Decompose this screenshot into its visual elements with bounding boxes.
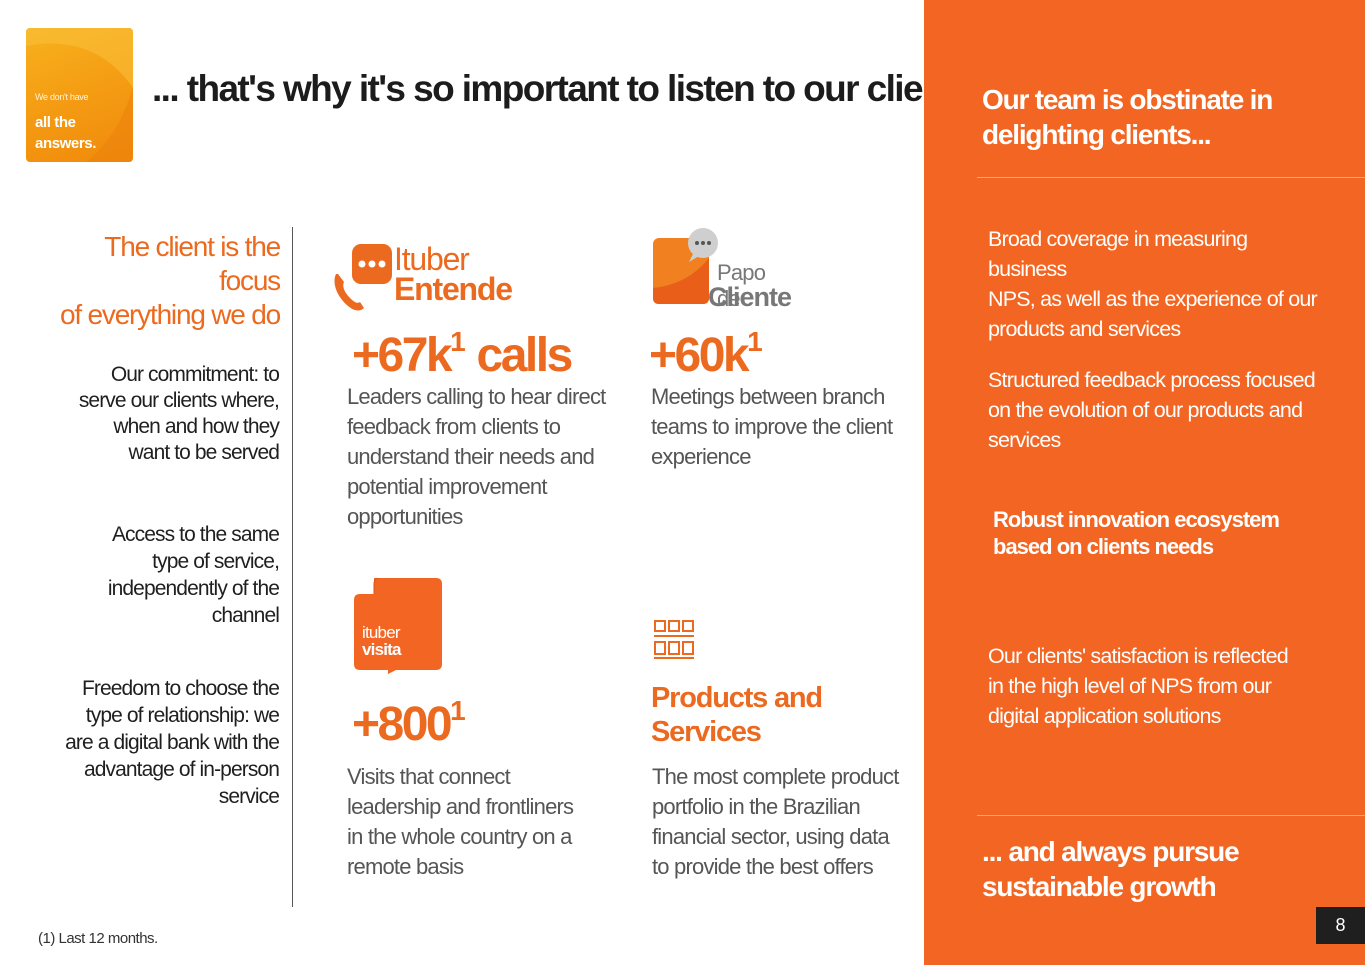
panel-heading-top: Our team is obstinate in delighting clie…	[982, 82, 1273, 152]
meetings-description: Meetings between branch teams to improve…	[651, 382, 893, 472]
phone-chat-icon	[334, 244, 392, 311]
text-line: Meetings between branch	[651, 384, 885, 409]
brand-logo: We don't have all the answers.	[26, 28, 133, 162]
text-line: want to be served	[128, 441, 280, 464]
text-line: are a digital bank with the	[65, 731, 280, 754]
visita-line1: ituber	[362, 623, 401, 642]
text-line: Our commitment: to	[110, 363, 280, 386]
text-line: Access to the same	[111, 523, 280, 546]
text-line: leadership and frontliners	[347, 794, 574, 819]
ituber-visita-logo: ituber visita	[354, 578, 444, 674]
footnote: (1) Last 12 months.	[38, 930, 158, 947]
metric-unit: calls	[465, 329, 574, 382]
speech-bubble-icon	[653, 228, 718, 304]
panel-item-nps-coverage: Broad coverage in measuring business NPS…	[988, 224, 1328, 344]
logo-big-line: all the	[35, 114, 76, 131]
text-line: to provide the best offers	[652, 854, 874, 879]
text-line: Structured feedback process focused	[988, 368, 1316, 392]
text-line: Leaders calling to hear direct	[347, 384, 606, 409]
right-panel	[924, 0, 1365, 965]
focus-line: The client is the focus	[104, 231, 281, 296]
heading-line: sustainable growth	[982, 871, 1217, 902]
heading-line: delighting clients...	[982, 119, 1212, 150]
papo-cliente-line1: Papo de	[717, 260, 766, 311]
commitment-text: Our commitment: to serve our clients whe…	[39, 362, 280, 466]
panel-item-innovation: Robust innovation ecosystem based on cli…	[993, 506, 1280, 560]
text-line: independently of the	[107, 577, 280, 600]
text-line: experience	[651, 444, 751, 469]
text-line: opportunities	[347, 504, 463, 529]
products-description: The most complete product portfolio in t…	[652, 762, 899, 882]
text-line: when and how they	[113, 415, 280, 438]
papo-cliente-logo: Papo de Cliente	[653, 228, 793, 323]
logo-big-line: answers.	[35, 135, 97, 152]
panel-item-feedback-process: Structured feedback process focused on t…	[988, 365, 1328, 455]
text-line: based on clients needs	[993, 534, 1214, 559]
text-line: channel	[211, 604, 280, 627]
products-grid-icon	[654, 620, 694, 659]
metric-value: +60k	[649, 329, 750, 382]
footnote-marker: 1	[747, 326, 763, 357]
text-line: serve our clients where,	[78, 389, 280, 412]
ituber-entende-logo: Ituber Entende	[330, 240, 530, 315]
calls-description: Leaders calling to hear direct feedback …	[347, 382, 606, 532]
metric-value: +800	[352, 698, 453, 751]
access-text: Access to the same type of service, inde…	[39, 521, 280, 629]
products-title: Products and Services	[651, 681, 823, 749]
panel-heading-bottom: ... and always pursue sustainable growth	[982, 834, 1240, 904]
text-line: in the whole country on a	[347, 824, 572, 849]
freedom-text: Freedom to choose the type of relationsh…	[39, 675, 280, 810]
text-line: Broad coverage in measuring business	[988, 227, 1248, 281]
focus-line: of everything we do	[59, 299, 281, 330]
text-line: NPS, as well as the experience of our	[988, 287, 1318, 311]
text-line: understand their needs and	[347, 444, 595, 469]
ituber-entende-line1: Ituber	[394, 241, 470, 277]
heading-line: ... and always pursue	[982, 836, 1240, 867]
panel-item-satisfaction: Our clients' satisfaction is reflected i…	[988, 641, 1328, 731]
text-line: type of relationship: we	[85, 704, 280, 727]
visita-line2: visita	[362, 640, 401, 659]
text-line: remote basis	[347, 854, 464, 879]
heading-line: Our team is obstinate in	[982, 84, 1273, 115]
panel-divider	[977, 815, 1365, 816]
title-line: Products and	[651, 682, 823, 714]
visits-description: Visits that connect leadership and front…	[347, 762, 574, 882]
visits-metric: +8001	[352, 695, 466, 752]
text-line: portfolio in the Brazilian	[652, 794, 861, 819]
page-title: ... that's why it's so important to list…	[152, 68, 974, 109]
text-line: The most complete product	[652, 764, 899, 789]
footnote-marker: 1	[450, 326, 466, 357]
logo-small-text: We don't have	[35, 92, 89, 102]
panel-divider	[977, 177, 1365, 178]
text-line: Visits that connect	[347, 764, 511, 789]
visita-bubble-icon	[354, 578, 442, 674]
ituber-entende-line2: Entende	[394, 271, 513, 307]
text-line: potential improvement	[347, 474, 547, 499]
text-line: advantage of in-person	[83, 758, 280, 781]
text-line: Our clients' satisfaction is reflected	[988, 644, 1289, 668]
logo-big-text: all the answers.	[35, 112, 96, 154]
title-line: Services	[651, 716, 762, 748]
text-line: Freedom to choose the	[81, 677, 280, 700]
focus-statement: The client is the focus of everything we…	[40, 230, 281, 332]
text-line: digital application solutions	[988, 704, 1221, 728]
text-line: teams to improve the client	[651, 414, 893, 439]
calls-metric: +67k1 calls	[352, 326, 574, 383]
text-line: feedback from clients to	[347, 414, 561, 439]
text-line: service	[218, 785, 280, 808]
papo-cliente-line2: Cliente	[708, 282, 792, 312]
meetings-metric: +60k1	[649, 326, 763, 383]
text-line: in the high level of NPS from our	[988, 674, 1272, 698]
text-line: type of service,	[152, 550, 280, 573]
metric-value: +67k	[352, 329, 453, 382]
text-line: products and services	[988, 317, 1181, 341]
logo-swoosh-icon	[26, 28, 133, 162]
text-line: on the evolution of our products and	[988, 398, 1303, 422]
footnote-marker: 1	[450, 695, 466, 726]
text-line: Robust innovation ecosystem	[993, 507, 1280, 532]
text-line: services	[988, 428, 1061, 452]
column-divider	[292, 227, 293, 907]
page-number: 8	[1316, 907, 1365, 944]
text-line: financial sector, using data	[652, 824, 890, 849]
